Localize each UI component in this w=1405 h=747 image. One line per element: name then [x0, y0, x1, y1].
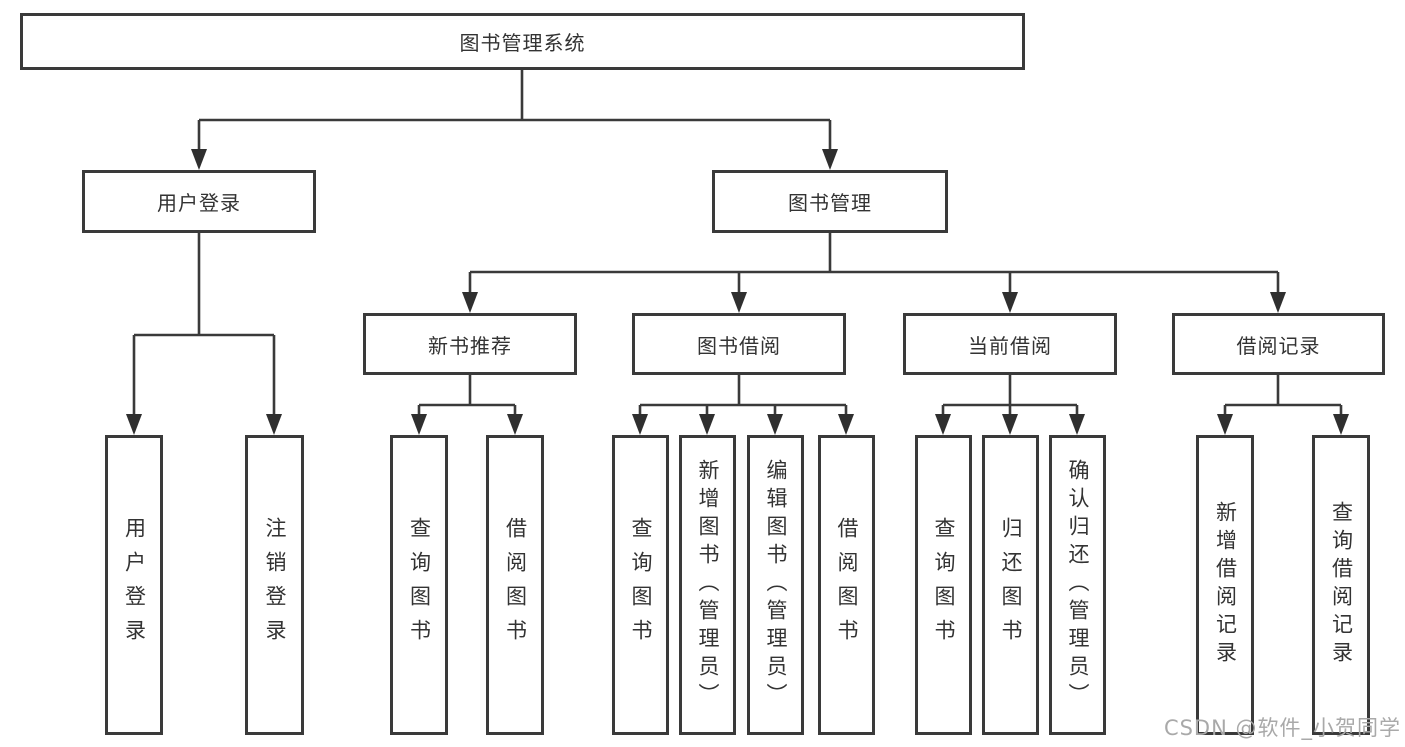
node-label: 查询图书: [932, 517, 956, 653]
node-label: 图书管理系统: [459, 31, 586, 55]
leaf-query-books-borrow: 查询图书: [612, 435, 669, 735]
node-label: 用户登录: [122, 517, 147, 653]
node-label: 新增图书（管理员）: [696, 459, 720, 711]
node-current-borrow: 当前借阅: [903, 313, 1117, 375]
node-label: 借阅图书: [503, 517, 528, 653]
node-book-management-branch: 图书管理: [712, 170, 948, 233]
leaf-borrow-books: 借阅图书: [818, 435, 875, 735]
node-label: 新增借阅记录: [1213, 501, 1238, 669]
node-label: 查询图书: [629, 517, 653, 653]
node-label: 借阅图书: [835, 517, 859, 653]
leaf-edit-books-admin: 编辑图书（管理员）: [747, 435, 804, 735]
node-label: 归还图书: [999, 517, 1023, 653]
leaf-query-books-current: 查询图书: [915, 435, 972, 735]
node-label: 查询借阅记录: [1329, 501, 1354, 669]
node-new-book-recommend: 新书推荐: [363, 313, 577, 375]
node-label: 注销登录: [263, 517, 287, 653]
node-label: 编辑图书（管理员）: [764, 459, 788, 711]
node-borrow-records: 借阅记录: [1172, 313, 1385, 375]
node-user-login-branch: 用户登录: [82, 170, 316, 233]
node-root-system: 图书管理系统: [20, 13, 1025, 70]
leaf-add-borrow-record: 新增借阅记录: [1196, 435, 1254, 735]
node-label: 用户登录: [157, 191, 241, 215]
leaf-confirm-return-admin: 确认归还（管理员）: [1049, 435, 1106, 735]
leaf-add-books-admin: 新增图书（管理员）: [679, 435, 736, 735]
leaf-borrow-books-recommend: 借阅图书: [486, 435, 544, 735]
node-label: 图书管理: [788, 191, 872, 215]
leaf-user-login: 用户登录: [105, 435, 163, 735]
leaf-query-books-recommend: 查询图书: [390, 435, 448, 735]
node-label: 确认归还（管理员）: [1066, 459, 1090, 711]
leaf-logout: 注销登录: [245, 435, 304, 735]
arrowhead-icons: [126, 149, 1349, 435]
node-label: 借阅记录: [1236, 333, 1321, 358]
node-label: 新书推荐: [428, 333, 512, 358]
leaf-return-books: 归还图书: [982, 435, 1039, 735]
node-book-borrow: 图书借阅: [632, 313, 846, 375]
node-label: 查询图书: [407, 517, 432, 653]
leaf-query-borrow-record: 查询借阅记录: [1312, 435, 1370, 735]
node-label: 当前借阅: [968, 333, 1052, 358]
node-label: 图书借阅: [697, 333, 781, 358]
